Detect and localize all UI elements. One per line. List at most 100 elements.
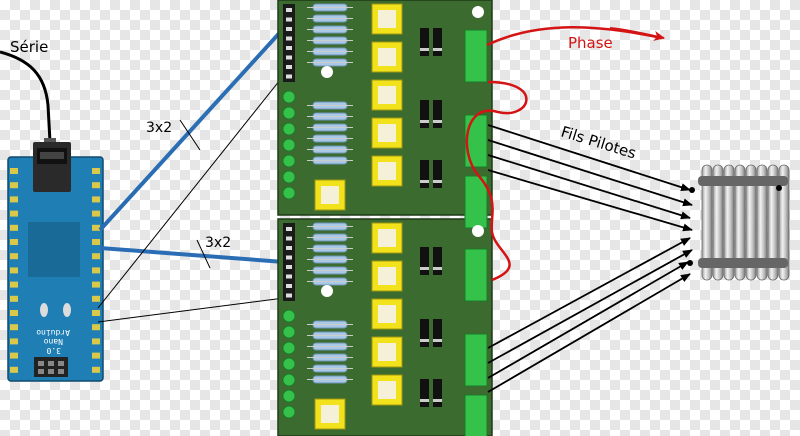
diode xyxy=(420,100,429,128)
optocoupler-body xyxy=(378,124,396,142)
diode xyxy=(420,160,429,188)
diode xyxy=(420,247,429,275)
arduino-pin xyxy=(92,168,100,174)
arduino-pin xyxy=(92,324,100,331)
mount-hole xyxy=(321,285,333,297)
header-pin xyxy=(286,227,292,231)
radiator-fin xyxy=(745,164,757,281)
optocoupler xyxy=(314,179,346,211)
arduino-name-label: Arduino xyxy=(36,328,70,337)
pilot-wire xyxy=(487,169,693,232)
arduino-pin xyxy=(92,366,100,373)
ground-wire-top xyxy=(97,74,285,309)
pin-header xyxy=(283,4,295,82)
header-pin xyxy=(286,8,292,12)
header-pin xyxy=(286,65,292,69)
optocoupler-body xyxy=(378,229,396,247)
diode xyxy=(433,247,442,275)
serial-cable xyxy=(0,50,56,148)
pilot-wires xyxy=(487,124,693,393)
phase-label: Phase xyxy=(568,34,613,52)
optocoupler-body xyxy=(321,186,339,204)
diode xyxy=(433,100,442,128)
led xyxy=(282,341,296,355)
led xyxy=(282,309,296,323)
diode xyxy=(433,319,442,347)
triac xyxy=(464,248,488,302)
led xyxy=(282,389,296,403)
pilot-wire xyxy=(487,124,691,192)
triac xyxy=(464,29,488,83)
radiator-fin xyxy=(778,164,790,281)
led xyxy=(282,373,296,387)
arduino-pin xyxy=(92,210,100,217)
header-pin xyxy=(286,284,292,288)
led xyxy=(282,186,296,200)
optocoupler-body xyxy=(378,162,396,180)
arduino-pin xyxy=(10,196,18,203)
control-bus-wires xyxy=(97,26,286,323)
arduino-pin xyxy=(92,182,100,189)
header-pin xyxy=(286,27,292,31)
led xyxy=(282,357,296,371)
diode xyxy=(433,28,442,56)
radiator-terminal-2 xyxy=(776,185,782,191)
optocoupler-body xyxy=(378,48,396,66)
pilot-wire xyxy=(487,249,693,364)
optocoupler-body xyxy=(321,405,339,423)
radiator xyxy=(687,164,790,281)
header-pin xyxy=(286,293,292,298)
mount-hole xyxy=(472,6,484,18)
optocoupler-body xyxy=(378,267,396,285)
arduino-pin xyxy=(10,324,18,331)
pilot-wire xyxy=(487,237,691,349)
led xyxy=(282,154,296,168)
optocoupler xyxy=(371,155,403,187)
arduino-pin xyxy=(10,295,18,302)
arduino-pin xyxy=(10,239,18,245)
led xyxy=(282,325,296,339)
pin-header xyxy=(283,223,295,301)
arduino-pin xyxy=(92,338,100,345)
led xyxy=(282,122,296,136)
microcontroller-chip xyxy=(28,222,80,277)
header-pin xyxy=(286,265,292,269)
header-pin xyxy=(286,36,292,41)
arduino-pin xyxy=(92,196,100,203)
arduino-pin xyxy=(10,253,18,260)
arduino-pin xyxy=(92,253,100,260)
pilot-wire xyxy=(487,273,691,393)
optocoupler xyxy=(371,41,403,73)
radiator-terminal-3 xyxy=(687,260,693,266)
header-pin xyxy=(286,236,292,241)
optocoupler-body xyxy=(378,10,396,28)
led xyxy=(282,405,296,419)
arduino-version-label: 3.0 xyxy=(46,346,61,355)
diode xyxy=(433,160,442,188)
arduino-pin xyxy=(10,310,18,316)
radiator-fin xyxy=(723,164,735,281)
arduino-pin xyxy=(10,366,18,373)
diode xyxy=(420,319,429,347)
led xyxy=(282,90,296,104)
pilot-wire xyxy=(487,154,691,220)
ground-wire-bottom xyxy=(97,297,285,323)
header-pin xyxy=(286,74,292,79)
arduino-pin xyxy=(92,310,100,316)
triac xyxy=(464,114,488,168)
led xyxy=(282,106,296,120)
mount-hole xyxy=(472,225,484,237)
header-pin xyxy=(286,46,292,50)
arduino-pin xyxy=(10,182,18,189)
led xyxy=(282,170,296,184)
fils-pilotes-label: Fils Pilotes xyxy=(559,123,639,163)
arduino-pin xyxy=(10,210,18,217)
bus-tick-top xyxy=(179,119,201,151)
optocoupler-body xyxy=(378,305,396,323)
led xyxy=(282,138,296,152)
radiator-fin xyxy=(712,164,724,281)
mount-hole xyxy=(321,66,333,78)
arduino-pin xyxy=(10,168,18,174)
arduino-pin xyxy=(92,352,100,359)
optocoupler-body xyxy=(378,381,396,399)
